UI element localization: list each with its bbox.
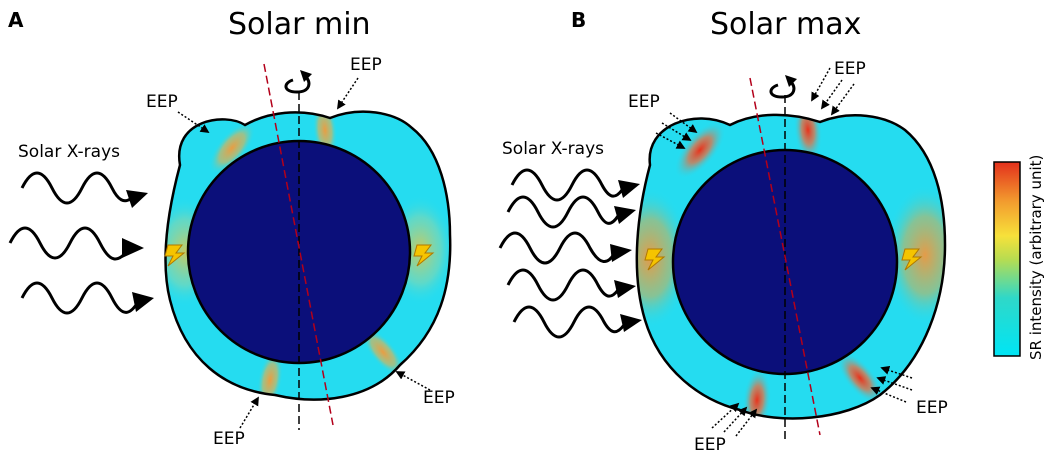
panel-a-eep-arrow — [239, 396, 259, 429]
panel-a-letter: A — [8, 8, 24, 32]
panel-b: B Solar max Solar X-rays — [498, 7, 948, 455]
panel-a-xray-arrowhead — [122, 238, 144, 258]
panel-b-xray-arrowhead — [614, 280, 636, 298]
panel-a-eep-label: EEP — [350, 55, 382, 75]
panel-b-xray-wave — [512, 305, 626, 339]
panel-a-rotation-arrow — [284, 70, 312, 94]
panel-b-rotation-arrow — [769, 75, 797, 99]
panel-a-xray-arrowhead — [126, 190, 148, 208]
panel-b-eep-label: EEP — [916, 398, 948, 418]
panel-a-eep-arrow — [395, 371, 431, 391]
panel-a-eep-label: EEP — [423, 388, 455, 408]
panel-a-lightning-icon-right — [413, 244, 435, 267]
panel-b-magnetic-axis — [749, 77, 821, 436]
panel-a-title: Solar min — [228, 7, 371, 42]
panel-b-eep-arrows — [711, 402, 758, 437]
panel-a: A Solar min Solar X- — [8, 7, 455, 449]
panel-b-letter: B — [571, 8, 586, 32]
panel-a-xray-wave — [20, 171, 133, 205]
panel-b-xray-label: Solar X-rays — [502, 139, 604, 159]
panel-b-xray-wave — [510, 168, 624, 202]
panel-a-xray-arrowhead — [132, 292, 154, 312]
panel-a-magnetic-axis — [263, 63, 334, 426]
panel-b-eep-arrows — [870, 366, 913, 403]
panel-a-eep-label: EEP — [213, 429, 245, 449]
panel-a-xray-wave — [20, 281, 140, 315]
panel-a-xray-label: Solar X-rays — [18, 142, 120, 162]
panel-b-eep-label: EEP — [628, 92, 660, 112]
panel-b-xray-arrowhead — [620, 314, 642, 332]
panel-b-xray-arrowhead — [614, 206, 636, 224]
panel-b-lightning-icon-right — [901, 248, 923, 271]
panel-b-xray-wave — [506, 195, 620, 229]
panel-a-lightning-icon-left — [164, 244, 186, 267]
colorbar: SR intensity (arbitrary unit) — [993, 155, 1045, 360]
panel-b-eep-label: EEP — [694, 435, 726, 455]
panel-b-xray-arrowhead — [610, 244, 632, 262]
panel-b-eep-arrows — [811, 67, 855, 116]
panel-a-eep-arrow — [337, 77, 359, 110]
panel-a-eep-label: EEP — [146, 92, 178, 112]
panel-b-lightning-icon-left — [644, 248, 666, 271]
panel-b-xray-wave — [506, 268, 620, 302]
colorbar-gradient — [993, 161, 1021, 357]
panel-b-xray-wave — [498, 231, 616, 265]
panel-a-xray-wave — [8, 226, 130, 261]
panel-b-title: Solar max — [710, 7, 861, 42]
panel-b-eep-arrows — [655, 112, 698, 149]
colorbar-label: SR intensity (arbitrary unit) — [1027, 155, 1045, 360]
panel-b-xray-arrowhead — [618, 180, 640, 198]
panel-b-eep-label: EEP — [834, 59, 866, 79]
